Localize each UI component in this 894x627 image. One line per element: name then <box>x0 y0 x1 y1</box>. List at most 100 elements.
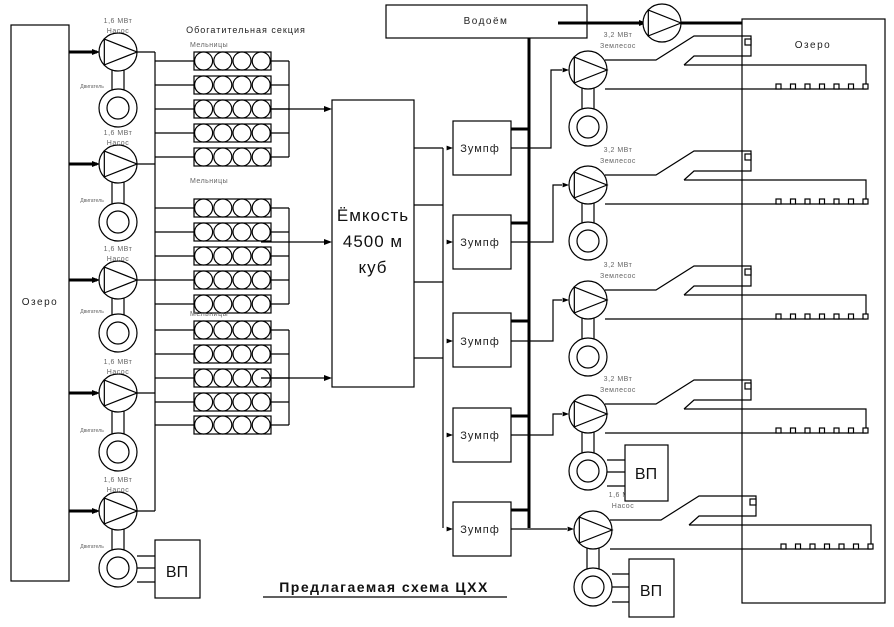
mill-drum <box>251 51 271 71</box>
pump-triangle <box>578 516 614 544</box>
mill-drum <box>251 320 271 340</box>
discharge-pipe <box>605 379 752 410</box>
mill-drum <box>232 147 252 167</box>
pump-triangle <box>573 56 609 84</box>
mill-drum <box>232 344 252 364</box>
sump-box <box>452 407 512 463</box>
nozzle-icon <box>838 543 845 550</box>
nozzle-icon <box>833 198 840 205</box>
pump-power-label: 1,6 МВт <box>104 130 133 137</box>
flow-arrow-icon <box>324 106 332 112</box>
nozzle-icon <box>809 543 816 550</box>
pump-name-label: Насос <box>107 256 129 263</box>
sump-to-pump-pipe <box>511 184 562 243</box>
mill-drum <box>232 246 252 266</box>
mill-drum <box>251 246 271 266</box>
motor-icon <box>98 313 138 353</box>
valve-icon <box>749 498 757 506</box>
pump-name-label: Насос <box>107 28 129 35</box>
mill-drum <box>213 320 233 340</box>
pump-icon <box>568 280 609 320</box>
mill-drum <box>232 123 252 143</box>
valve-icon <box>744 153 752 161</box>
motor-label: Двигатель <box>80 544 104 550</box>
pump-name-label: Насос <box>612 503 634 510</box>
vfd-label: ВП <box>635 466 657 483</box>
nozzle-icon <box>833 427 840 434</box>
flow-arrow-icon <box>92 161 100 167</box>
discharge-pipe <box>610 495 757 526</box>
mill-drum <box>213 51 233 71</box>
pump-icon <box>568 165 609 205</box>
motor-rotor <box>106 440 130 464</box>
pump-icon <box>98 373 139 413</box>
mill-drum <box>194 75 214 95</box>
discharge-pipe <box>610 524 872 550</box>
lake-right <box>741 18 886 604</box>
motor-icon <box>573 567 613 607</box>
sump-label: Зумпф <box>460 237 500 249</box>
nozzle-icon <box>847 313 855 320</box>
nozzle-icon <box>775 313 782 320</box>
motor-icon <box>98 548 138 588</box>
pump-power-label: 3,2 МВт <box>604 32 633 39</box>
pump-power-label: 1,6 МВт <box>104 18 133 25</box>
pump-name-label: Землесос <box>600 158 636 165</box>
motor-rotor <box>106 321 130 345</box>
discharge-pipe <box>605 265 752 296</box>
motor-icon <box>568 337 608 377</box>
mill-drum <box>194 198 214 218</box>
mills-label: Мельницы <box>190 42 228 49</box>
mill-drum <box>194 99 214 119</box>
motor-icon <box>568 451 608 491</box>
mill-drum <box>232 392 252 412</box>
pump-name-label: Землесос <box>600 43 636 50</box>
flow-arrow-icon <box>562 182 569 188</box>
pump-icon <box>568 50 609 90</box>
discharge-pipe <box>605 64 867 90</box>
motor-label: Двигатель <box>80 198 104 204</box>
motor-label: Двигатель <box>80 84 104 90</box>
pump-power-label: 1,6 МВт <box>104 359 133 366</box>
pump-power-label: 1,6 МВт <box>609 492 638 499</box>
mill-drum <box>232 368 252 388</box>
motor-icon <box>98 432 138 472</box>
mill-drum <box>194 246 214 266</box>
nozzle-icon <box>867 543 874 550</box>
mill-drum <box>232 270 252 290</box>
mill-drum <box>213 368 233 388</box>
motor-icon <box>568 107 608 147</box>
mill-drum <box>213 198 233 218</box>
flow-arrow-icon <box>562 67 569 73</box>
motor-rotor <box>106 210 130 234</box>
pump-power-label: 1,6 МВт <box>104 246 133 253</box>
nozzle-icon <box>804 198 811 205</box>
tank-label: 4500 м <box>343 232 403 251</box>
pump-power-label: 3,2 МВт <box>604 147 633 154</box>
vfd-box-right <box>624 444 669 502</box>
nozzle-icon <box>818 83 826 90</box>
mill-drum <box>194 270 214 290</box>
pump-name-label: Насос <box>107 140 129 147</box>
nozzle-icon <box>833 313 840 320</box>
lake-right-label: Озеро <box>795 40 831 51</box>
nozzle-icon <box>794 543 802 550</box>
flow-arrow-icon <box>446 432 453 438</box>
sump-label: Зумпф <box>460 143 500 155</box>
sump-box <box>452 501 512 557</box>
nozzle-icon <box>862 198 869 205</box>
mill-drum <box>194 51 214 71</box>
pump-triangle <box>647 9 683 37</box>
pump-name-label: Насос <box>107 487 129 494</box>
pump-icon <box>568 394 609 434</box>
mill-drum <box>213 392 233 412</box>
sump-to-pump-pipe <box>511 413 562 436</box>
reservoir-label: Водоём <box>464 16 509 27</box>
mill-drum <box>232 99 252 119</box>
pump-triangle <box>573 286 609 314</box>
discharge-pipe <box>605 294 867 320</box>
nozzle-icon <box>818 313 826 320</box>
nozzle-icon <box>862 83 869 90</box>
mill-drum <box>194 415 214 435</box>
